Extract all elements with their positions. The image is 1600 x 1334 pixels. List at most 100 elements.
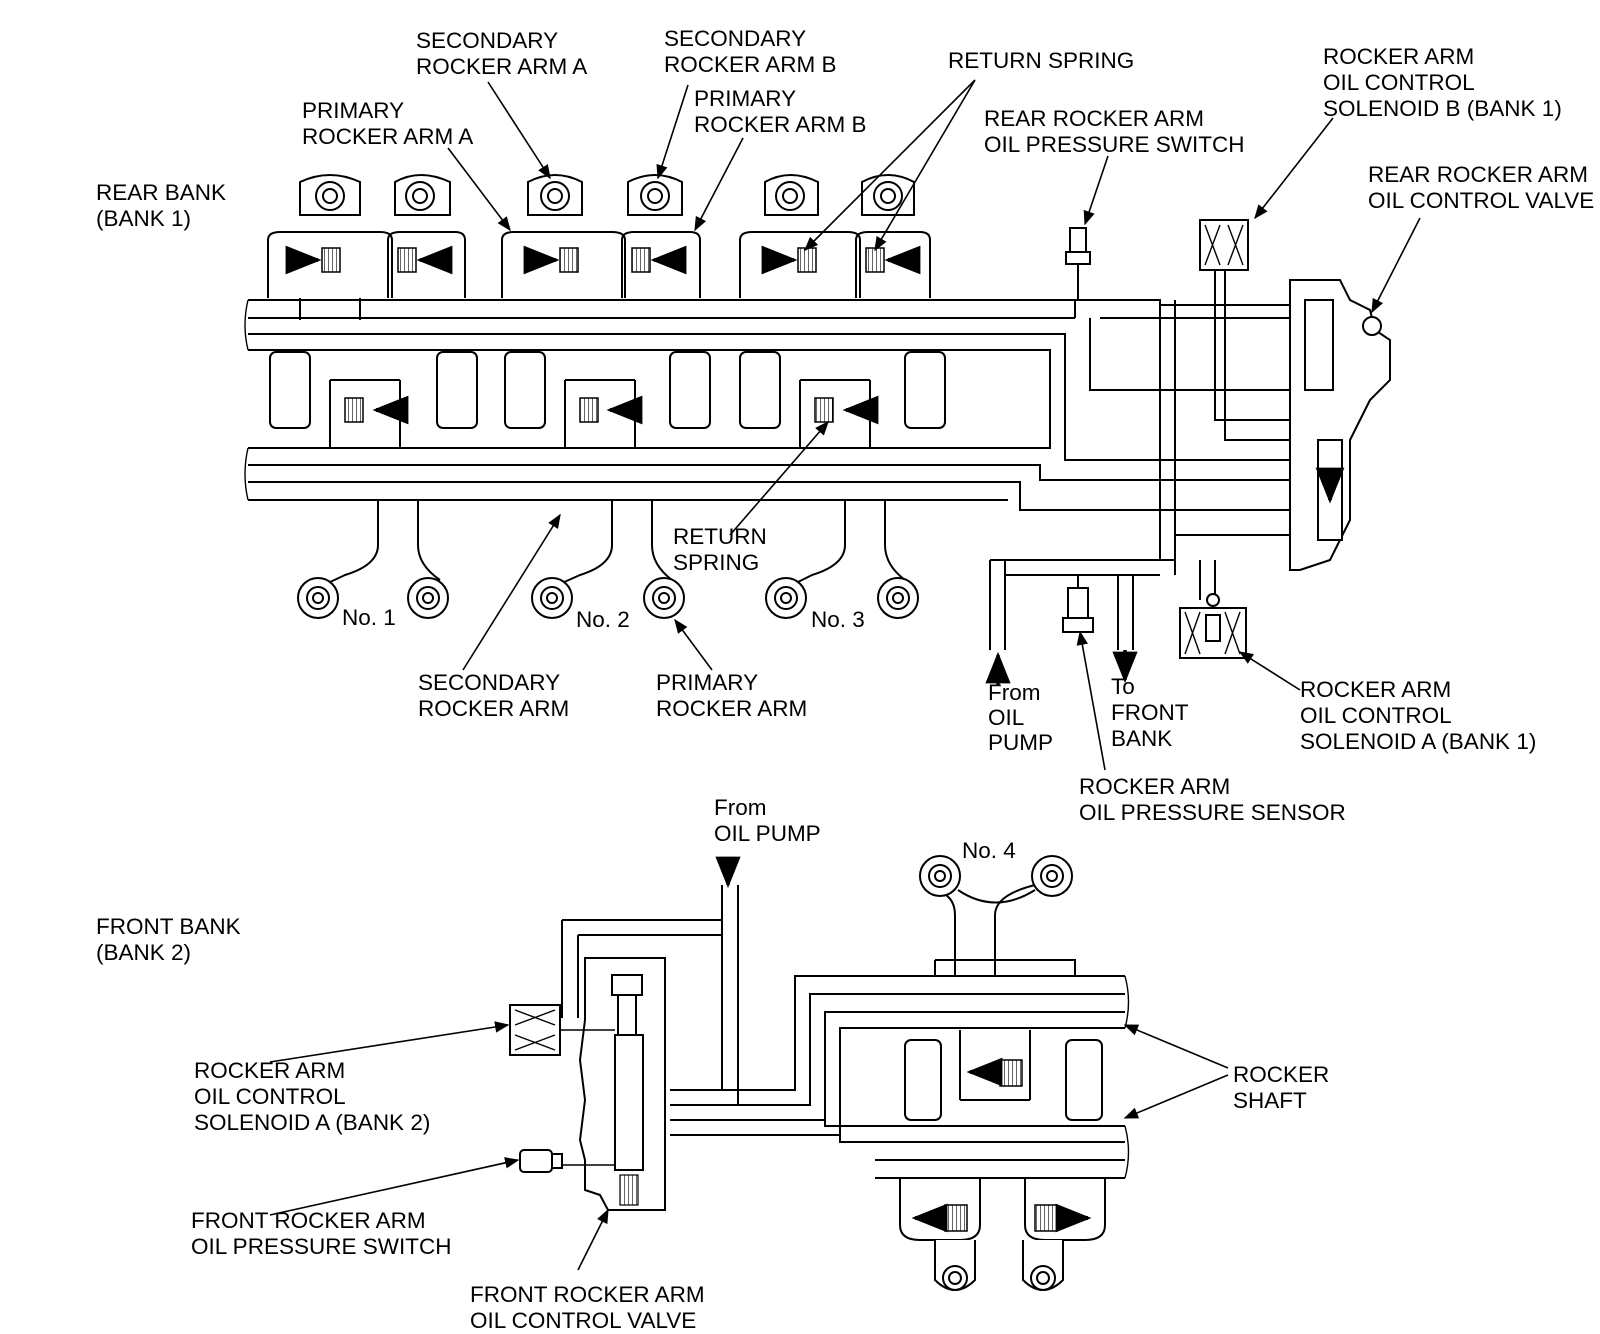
label-return-spring-top: RETURN SPRING (948, 48, 1134, 73)
front-oil-passages (561, 885, 875, 1143)
rear-cylinder-brackets (297, 500, 919, 619)
rear-bank-assembly (244, 174, 1391, 685)
label-line: OIL CONTROL (194, 1084, 345, 1109)
label-line: FRONT ROCKER ARM (191, 1208, 426, 1233)
leader-lines (269, 79, 1421, 1271)
label-secondary-rocker-arm-b: SECONDARY ROCKER ARM B (664, 26, 837, 77)
label-solenoid-b-bank1: ROCKER ARM OIL CONTROL SOLENOID B (BANK … (1323, 44, 1562, 121)
label-line: OIL PUMP (714, 821, 821, 846)
label-front-oil-control-valve: FRONT ROCKER ARM OIL CONTROL VALVE (470, 1282, 711, 1333)
piston-assembly (523, 245, 579, 275)
label-primary-rocker-arm: PRIMARY ROCKER ARM (656, 670, 807, 721)
piston-assembly (865, 245, 921, 275)
label-line: ROCKER ARM (1323, 44, 1474, 69)
rear-bank-title: REAR BANK (BANK 1) (96, 180, 232, 231)
label-line: PRIMARY (694, 86, 796, 111)
front-oil-control-valve (558, 957, 666, 1211)
cylinder-label-no1: No. 1 (342, 605, 396, 630)
label-line: SOLENOID B (BANK 1) (1323, 96, 1562, 121)
label-line: To (1111, 674, 1135, 699)
rocker-arm-body (501, 174, 626, 298)
text-labels: REAR BANK (BANK 1) SECONDARY ROCKER ARM … (96, 26, 1594, 1333)
label-line: REAR ROCKER ARM (1368, 162, 1588, 187)
label-primary-rocker-arm-a: PRIMARY ROCKER ARM A (302, 98, 473, 149)
label-line: FRONT ROCKER ARM (470, 1282, 705, 1307)
rear-lower-rocker-shaft (244, 447, 1008, 501)
label-solenoid-a-bank1: ROCKER ARM OIL CONTROL SOLENOID A (BANK … (1300, 677, 1536, 754)
label-line: OIL CONTROL (1323, 70, 1474, 95)
label-secondary-rocker-arm: SECONDARY ROCKER ARM (418, 670, 569, 721)
label-oil-pressure-sensor: ROCKER ARM OIL PRESSURE SENSOR (1079, 774, 1346, 825)
piston-assembly (397, 245, 453, 275)
front-bank-title-line2: (BANK 2) (96, 940, 191, 965)
rear-oil-control-valve (1289, 279, 1391, 571)
label-line: PRIMARY (302, 98, 404, 123)
cylinder-bracket (765, 500, 919, 619)
front-cylinder-bracket (919, 855, 1076, 976)
label-line: OIL PRESSURE SWITCH (984, 132, 1244, 157)
label-line: SECONDARY (664, 26, 806, 51)
label-line: PRIMARY (656, 670, 758, 695)
label-line: RETURN SPRING (948, 48, 1134, 73)
label-line: FRONT (1111, 700, 1189, 725)
front-bank-assembly (509, 855, 1130, 1291)
rocker-arm-body (267, 174, 393, 320)
label-line: OIL PRESSURE SWITCH (191, 1234, 451, 1259)
front-bank-title-line1: FRONT BANK (96, 914, 241, 939)
label-line: OIL CONTROL (1300, 703, 1451, 728)
label-line: SOLENOID A (BANK 2) (194, 1110, 430, 1135)
label-line: PUMP (988, 730, 1053, 755)
label-return-spring-mid: RETURN SPRING (673, 524, 773, 575)
solenoid-b-bank1 (1199, 219, 1249, 271)
front-bank-title: FRONT BANK (BANK 2) (96, 914, 247, 965)
rear-flow-arrows (985, 650, 1138, 685)
solenoid-a-bank2 (509, 1004, 561, 1056)
label-rear-oil-pressure-switch: REAR ROCKER ARM OIL PRESSURE SWITCH (984, 106, 1244, 157)
rear-bank-title-line1: REAR BANK (96, 180, 226, 205)
rear-bank-title-line2: (BANK 1) (96, 206, 191, 231)
label-line: ROCKER ARM B (664, 52, 837, 77)
label-rear-oil-control-valve: REAR ROCKER ARM OIL CONTROL VALVE (1368, 162, 1594, 213)
label-line: REAR ROCKER ARM (984, 106, 1204, 131)
cylinder-label-no2: No. 2 (576, 607, 630, 632)
label-line: OIL CONTROL VALVE (1368, 188, 1594, 213)
cylinder-bracket (297, 500, 449, 619)
rocker-arm-body (739, 174, 861, 298)
front-oil-pressure-switch (519, 1149, 563, 1173)
label-rocker-shaft: ROCKER SHAFT (1233, 1062, 1336, 1113)
label-line: ROCKER ARM A (302, 124, 473, 149)
label-line: RETURN (673, 524, 767, 549)
label-line: From (714, 795, 767, 820)
label-line: SOLENOID A (BANK 1) (1300, 729, 1536, 754)
solenoid-a-bank1 (1179, 593, 1247, 659)
label-line: ROCKER ARM (1300, 677, 1451, 702)
oil-pressure-sensor (1062, 575, 1094, 633)
label-line: SPRING (673, 550, 759, 575)
rocker-arm-body (855, 174, 931, 298)
label-from-oil-pump-front: From OIL PUMP (714, 795, 821, 846)
label-line: ROCKER ARM (418, 696, 569, 721)
front-upper-rocker-shaft (875, 975, 1130, 1029)
front-lower-rocker-shaft (875, 1125, 1130, 1179)
rocker-arm-body (621, 174, 701, 298)
rear-upper-rocker-arms (267, 174, 931, 320)
rear-upper-rocker-shaft (244, 299, 968, 351)
label-front-oil-pressure-switch: FRONT ROCKER ARM OIL PRESSURE SWITCH (191, 1208, 451, 1259)
label-primary-rocker-arm-b: PRIMARY ROCKER ARM B (694, 86, 867, 137)
piston-assembly (631, 245, 687, 275)
cylinder-bracket (531, 500, 685, 619)
label-secondary-rocker-arm-a: SECONDARY ROCKER ARM A (416, 28, 587, 79)
rear-lower-rocker-arms (269, 351, 946, 448)
label-line: SECONDARY (418, 670, 560, 695)
label-line: SHAFT (1233, 1088, 1307, 1113)
label-line: OIL PRESSURE SENSOR (1079, 800, 1346, 825)
label-line: ROCKER ARM (1079, 774, 1230, 799)
piston-assembly (761, 245, 817, 275)
label-line: OIL (988, 705, 1024, 730)
piston-assembly (285, 245, 341, 275)
cylinder-label-no3: No. 3 (811, 607, 865, 632)
label-line: SECONDARY (416, 28, 558, 53)
label-line: From (988, 680, 1041, 705)
label-line: ROCKER (1233, 1062, 1329, 1087)
